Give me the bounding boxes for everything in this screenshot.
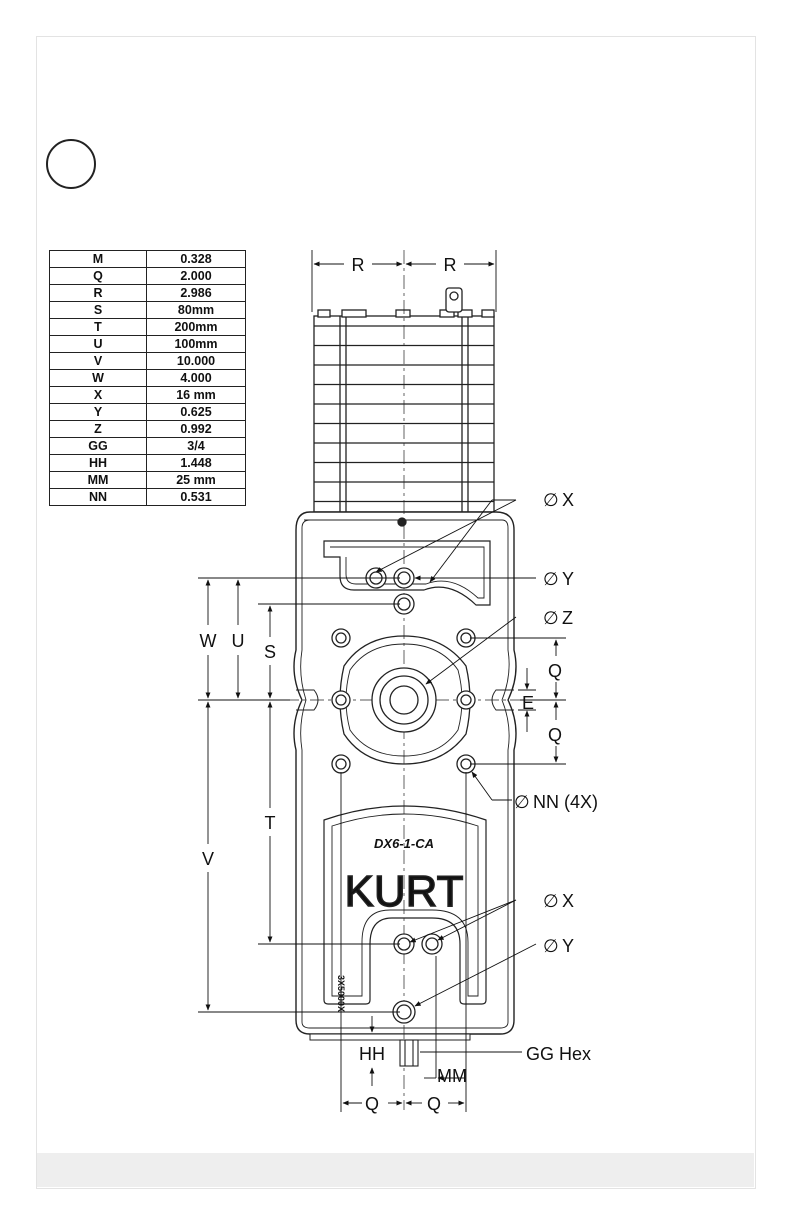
label-dia-nn-symbol: ∅ xyxy=(514,792,530,812)
label-dia-x-bottom: X xyxy=(562,891,574,911)
label-t: T xyxy=(265,813,276,833)
label-dia-nn: NN (4X) xyxy=(533,792,598,812)
label-q-bottom-right: Q xyxy=(427,1094,441,1114)
label-mm: MM xyxy=(437,1066,467,1086)
model-engraving: DX6-1-CA xyxy=(374,836,434,851)
label-gg-hex: GG Hex xyxy=(526,1044,591,1064)
label-r-right: R xyxy=(444,255,457,275)
label-r-left: R xyxy=(352,255,365,275)
label-hh: HH xyxy=(359,1044,385,1064)
label-dia-y-bottom: Y xyxy=(562,936,574,956)
label-q-upper: Q xyxy=(548,661,562,681)
label-dia-y-bottom-symbol: ∅ xyxy=(543,936,559,956)
label-dia-y-top: Y xyxy=(562,569,574,589)
label-e: E xyxy=(522,693,534,713)
label-dia-x-bottom-symbol: ∅ xyxy=(543,891,559,911)
label-q-lower: Q xyxy=(548,725,562,745)
label-dia-z: Z xyxy=(562,608,573,628)
label-s: S xyxy=(264,642,276,662)
label-q-bottom-left: Q xyxy=(365,1094,379,1114)
brand-engraving: KURT xyxy=(345,867,464,916)
label-dia-z-symbol: ∅ xyxy=(543,608,559,628)
label-u: U xyxy=(232,631,245,651)
hex-shaft xyxy=(400,1040,418,1066)
label-w: W xyxy=(200,631,217,651)
label-dia-y-top-symbol: ∅ xyxy=(543,569,559,589)
label-dia-x-top-symbol: ∅ xyxy=(543,490,559,510)
label-v: V xyxy=(202,849,214,869)
label-dia-x-top: X xyxy=(562,490,574,510)
